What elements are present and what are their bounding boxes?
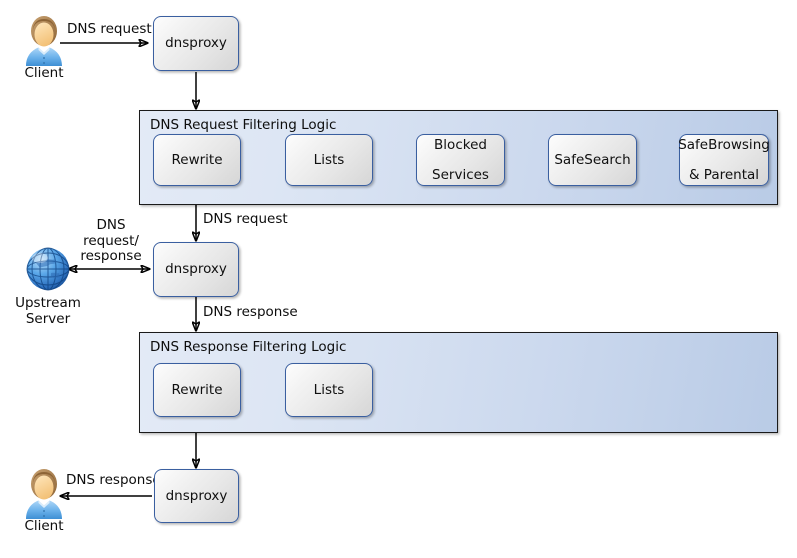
- edge-label-upstream-line1: DNS: [96, 217, 126, 233]
- client-bottom-label: Client: [24, 518, 64, 534]
- dns-response-filtering-group: DNS Response Filtering Logic: [139, 332, 778, 433]
- dnsproxy-bottom-label: dnsproxy: [165, 487, 228, 504]
- response-stage-rewrite[interactable]: Rewrite: [153, 363, 241, 417]
- request-stage-blocked-services-label-line2: Services: [432, 166, 489, 183]
- dnsproxy-top-node[interactable]: dnsproxy: [153, 16, 239, 71]
- user-avatar-icon-bottom: [20, 467, 68, 519]
- request-stage-safesearch[interactable]: SafeSearch: [548, 134, 637, 186]
- request-stage-blocked-services[interactable]: Blocked Services: [416, 134, 505, 186]
- upstream-server-label-line1: Upstream: [15, 295, 81, 311]
- request-group-title: DNS Request Filtering Logic: [150, 117, 337, 133]
- dnsproxy-top-label: dnsproxy: [165, 35, 227, 51]
- upstream-server-label-line2: Server: [25, 310, 71, 327]
- request-stage-rewrite-label: Rewrite: [171, 151, 223, 168]
- request-stage-rewrite[interactable]: Rewrite: [153, 134, 241, 186]
- request-stage-safebrowsing-label-line2: & Parental: [688, 166, 760, 183]
- response-stage-lists-label: Lists: [313, 381, 345, 398]
- edge-label-upstream-line2: request/: [83, 232, 139, 249]
- request-stage-safebrowsing-label-line1: SafeBrowsing: [678, 136, 770, 153]
- request-stage-blocked-services-label-line1: Blocked: [434, 136, 487, 153]
- dnsproxy-middle-node[interactable]: dnsproxy: [153, 242, 239, 297]
- response-stage-lists[interactable]: Lists: [285, 363, 373, 417]
- edge-label-dnsproxy-to-response-group: DNS response: [203, 304, 298, 320]
- response-stage-rewrite-label: Rewrite: [171, 381, 223, 398]
- edge-label-client-to-dnsproxy: DNS request: [67, 21, 152, 37]
- dnsproxy-middle-label: dnsproxy: [165, 261, 227, 277]
- request-stage-safebrowsing-parental[interactable]: SafeBrowsing & Parental: [678, 134, 770, 186]
- globe-icon: [22, 243, 74, 295]
- client-top-label: Client: [24, 65, 64, 81]
- request-stage-lists-label: Lists: [313, 151, 345, 168]
- dnsproxy-bottom-node[interactable]: dnsproxy: [154, 469, 239, 523]
- edge-label-dnsproxy-to-client: DNS response: [66, 472, 161, 488]
- edge-label-dnsproxy-to-request-group: DNS request: [203, 211, 288, 227]
- edge-label-upstream-line3: response: [80, 248, 142, 264]
- user-avatar-icon: [20, 14, 68, 66]
- response-group-title: DNS Response Filtering Logic: [150, 339, 347, 355]
- request-stage-lists[interactable]: Lists: [285, 134, 373, 186]
- request-stage-safesearch-label: SafeSearch: [554, 151, 631, 168]
